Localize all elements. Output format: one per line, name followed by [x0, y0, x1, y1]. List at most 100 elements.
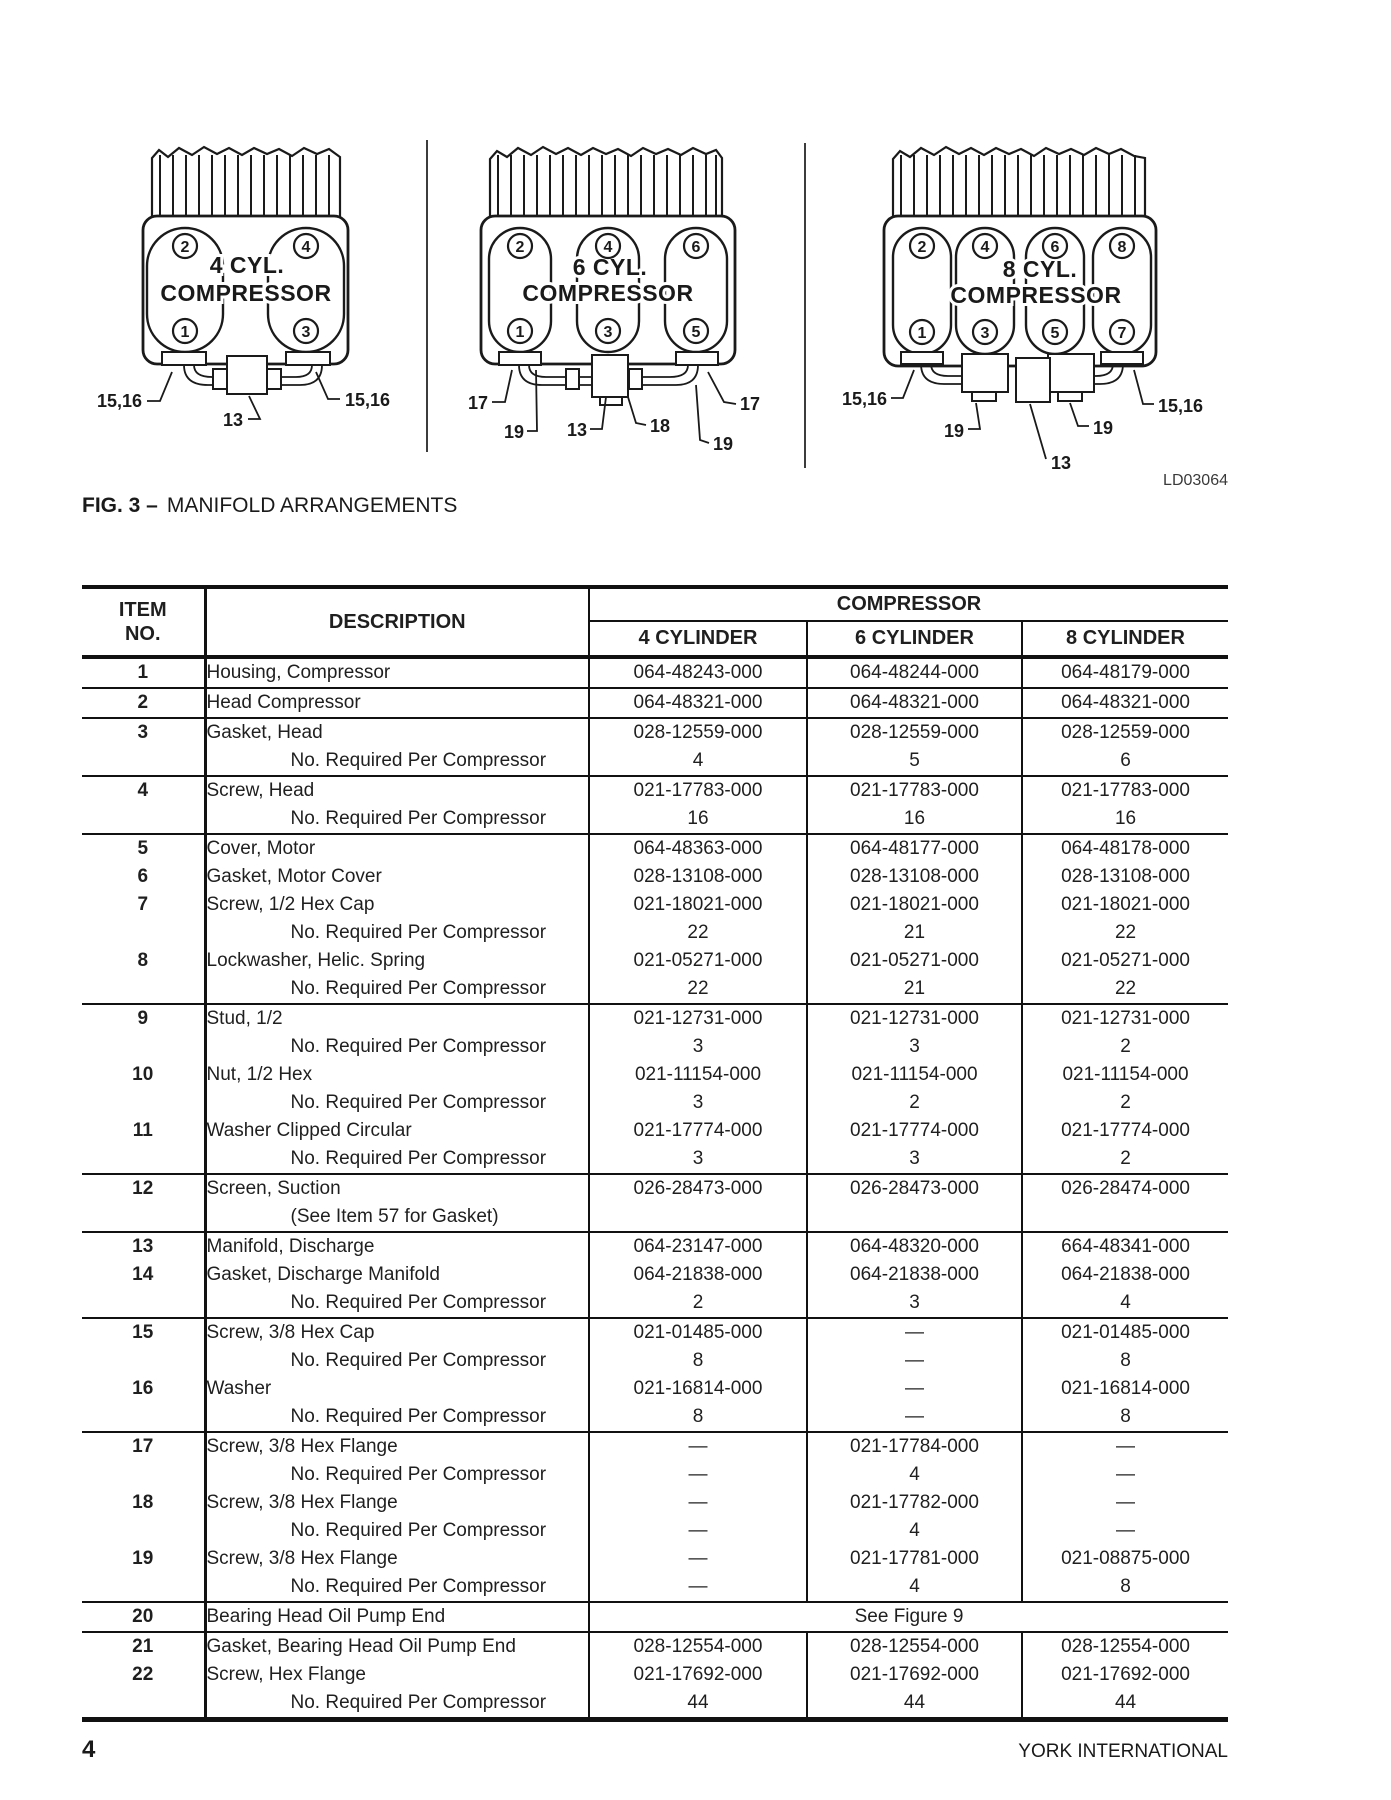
part-number-6cyl-cell: 4 — [807, 1573, 1023, 1603]
item-no-cell: 10 — [82, 1061, 207, 1089]
figure-caption: FIG. 3 –MANIFOLD ARRANGEMENTS — [82, 494, 457, 518]
part-number-8cyl-cell: 021-16814-000 — [1061, 1378, 1190, 1399]
cylinder-numbers: 2 4 6 8 1 3 5 7 — [908, 232, 1136, 346]
description-cell: Washer — [205, 1375, 590, 1403]
part-number-4cyl-cell: 064-23147-000 — [589, 1232, 808, 1261]
callout-label: 17 — [468, 393, 488, 413]
manifold-nub — [599, 396, 623, 406]
table-header-row: ITEM NO. DESCRIPTION COMPRESSOR — [82, 587, 1229, 659]
flange — [675, 351, 719, 366]
cylinder-number: 5 — [1051, 325, 1060, 342]
part-number-8cyl-cell: 021-12731-000 — [1061, 1008, 1190, 1029]
part-number-4cyl-cell: 064-48243-000 — [589, 657, 808, 689]
part-number-8cyl-cell: 22 — [1114, 922, 1137, 943]
part-number-8cyl-cell: 2 — [1120, 1036, 1131, 1057]
part-number-4cyl-cell: 021-17783-000 — [589, 776, 808, 805]
cylinder-number: 8 — [1118, 239, 1127, 256]
cylinder-number: 2 — [918, 239, 927, 256]
part-number-4cyl-cell: 021-11154-000 — [589, 1061, 808, 1089]
parts-table: ITEM NO. DESCRIPTION COMPRESSOR 4 CYLIND… — [82, 585, 1229, 1722]
part-number-8cyl-cell: 026-28474-000 — [1061, 1178, 1190, 1199]
callout-label: 13 — [1051, 453, 1071, 473]
description-cell: Manifold, Discharge — [205, 1232, 590, 1261]
part-number-4cyl-cell: — — [589, 1489, 808, 1517]
page-number: 4 — [82, 1736, 96, 1763]
part-number-4cyl-cell: — — [589, 1432, 808, 1461]
pipe-fitting — [212, 368, 228, 390]
description-cell: Screw, Hex Flange — [205, 1661, 590, 1689]
cylinder-number: 6 — [692, 239, 701, 256]
part-number-6cyl-cell: 021-17784-000 — [807, 1432, 1023, 1461]
item-no-cell — [82, 1089, 207, 1117]
item-no-cell — [82, 1289, 207, 1319]
callout-label: 17 — [740, 394, 760, 414]
leader-line — [248, 395, 262, 420]
cylinder-number: 4 — [302, 239, 311, 256]
leader-line — [968, 402, 982, 430]
part-number-8cyl-cell: 6 — [1022, 747, 1229, 777]
leader-line — [1133, 369, 1154, 405]
part-number-6cyl-cell: 021-05271-000 — [807, 947, 1023, 975]
part-number-8cyl-cell: 064-48321-000 — [1022, 688, 1229, 719]
description-cell: No. Required Per Compressor — [205, 1461, 590, 1489]
part-number-8cyl-cell: 064-48178-000 — [1061, 838, 1190, 859]
spanned-note-cell: See Figure 9 — [589, 1602, 1229, 1633]
part-number-4cyl-cell: — — [589, 1573, 808, 1603]
part-number-6cyl-cell: — — [807, 1403, 1023, 1433]
callout-label: 18 — [650, 416, 670, 436]
part-number-4cyl-cell: 064-21838-000 — [589, 1261, 808, 1289]
cylinder-number: 3 — [604, 324, 613, 341]
cylinder-number: 1 — [918, 325, 927, 342]
part-number-6cyl-cell: 21 — [807, 919, 1023, 947]
part-number-6cyl-cell: 4 — [807, 1517, 1023, 1545]
discharge-manifold-block — [226, 355, 268, 395]
item-no-cell — [82, 747, 207, 777]
item-no-cell: 4 — [82, 776, 207, 805]
discharge-manifold-block — [591, 354, 629, 398]
part-number-4cyl-cell: 16 — [589, 805, 808, 835]
part-number-6cyl-cell: 021-17783-000 — [807, 776, 1023, 805]
discharge-manifold-block — [1015, 357, 1051, 403]
manifold-nub — [971, 391, 997, 402]
pipe-fitting — [266, 368, 282, 390]
part-number-6cyl-cell: 2 — [807, 1089, 1023, 1117]
part-number-6cyl-cell: — — [807, 1347, 1023, 1375]
description-cell: Screw, 3/8 Hex Flange — [205, 1432, 590, 1461]
item-no-cell: 16 — [82, 1375, 207, 1403]
cylinder-numbers: 2 4 6 1 3 5 — [506, 232, 710, 345]
part-number-6cyl-cell: 021-17782-000 — [807, 1489, 1023, 1517]
description-cell: Screw, 1/2 Hex Cap — [205, 891, 590, 919]
item-no-cell: 17 — [82, 1432, 207, 1461]
description-cell: No. Required Per Compressor — [205, 975, 590, 1005]
item-no-cell: 6 — [82, 863, 207, 891]
part-number-6cyl-cell: 21 — [807, 975, 1023, 1005]
discharge-pipe — [1092, 363, 1124, 385]
item-no-cell: 19 — [82, 1545, 207, 1573]
part-number-8cyl-cell: 064-21838-000 — [1061, 1264, 1190, 1285]
cylinder-number: 3 — [981, 325, 990, 342]
description-cell: No. Required Per Compressor — [205, 1403, 590, 1433]
manifold-section — [961, 353, 1009, 393]
description-cell: Housing, Compressor — [205, 657, 590, 689]
flange — [498, 351, 542, 366]
part-number-6cyl-cell: 021-17692-000 — [807, 1661, 1023, 1689]
description-cell: No. Required Per Compressor — [205, 919, 590, 947]
manifold-nub — [1057, 391, 1083, 402]
description-cell: No. Required Per Compressor — [205, 1347, 590, 1375]
part-number-6cyl-cell: 028-12559-000 — [807, 718, 1023, 747]
panel-title-line1: 8 CYL. — [1003, 256, 1078, 282]
part-number-6cyl-cell: 064-48320-000 — [807, 1232, 1023, 1261]
leader-line — [1069, 402, 1089, 427]
figure-number: FIG. 3 – — [82, 494, 158, 517]
item-no-cell — [82, 1403, 207, 1433]
part-number-4cyl-cell: 028-12554-000 — [589, 1632, 808, 1661]
description-cell: No. Required Per Compressor — [205, 1089, 590, 1117]
